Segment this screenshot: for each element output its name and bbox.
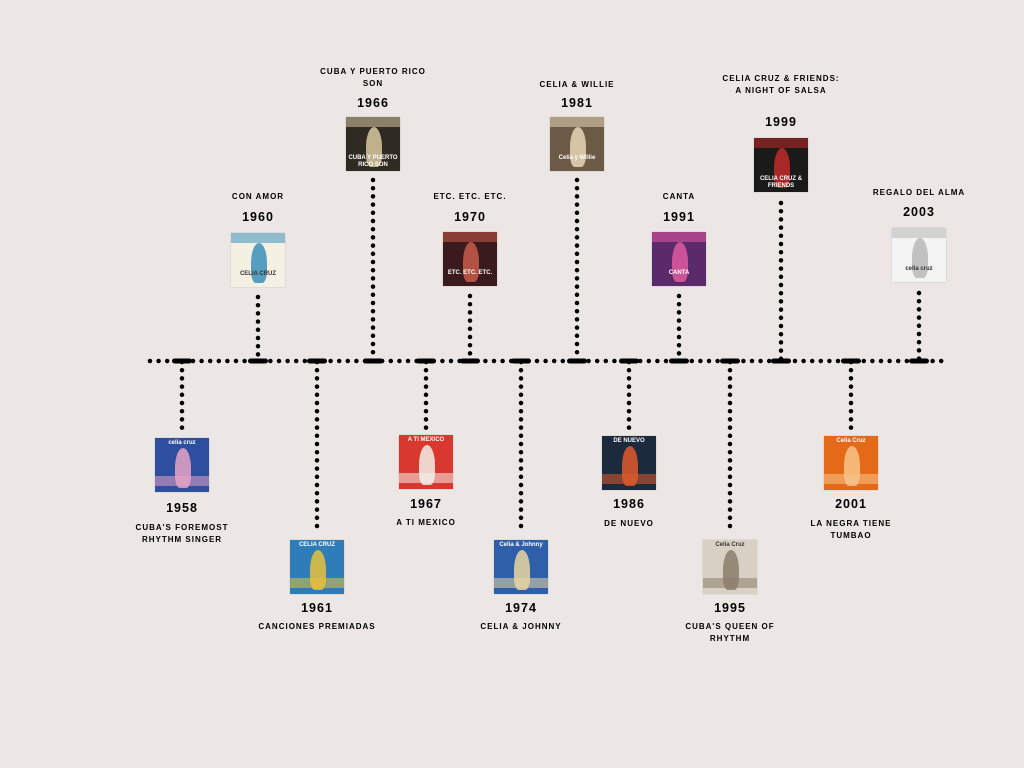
cover-band bbox=[754, 138, 808, 148]
album-year: 1995 bbox=[714, 601, 746, 615]
cover-band bbox=[652, 232, 706, 242]
cover-figure bbox=[251, 243, 267, 283]
cover-text: Celia & Johnny bbox=[499, 542, 543, 548]
album-year: 1986 bbox=[613, 497, 645, 511]
album-cover[interactable]: Celia Cruz bbox=[703, 540, 757, 594]
timeline-tick bbox=[841, 358, 861, 364]
album-cover[interactable]: CELIA CRUZ bbox=[290, 540, 344, 594]
cover-text: celia cruz bbox=[905, 266, 933, 272]
cover-figure bbox=[419, 445, 435, 485]
album-year: 1991 bbox=[663, 210, 695, 224]
album-cover[interactable]: ETC. ETC. ETC. bbox=[443, 232, 497, 286]
timeline-tick bbox=[511, 358, 531, 364]
cover-band bbox=[443, 232, 497, 242]
timeline-tick bbox=[669, 358, 689, 364]
cover-text: CELIA CRUZ bbox=[239, 271, 277, 277]
cover-figure bbox=[310, 550, 326, 590]
album-year: 2003 bbox=[903, 205, 935, 219]
timeline-tick bbox=[771, 358, 791, 364]
album-year: 1958 bbox=[166, 501, 198, 515]
album-year: 1974 bbox=[505, 601, 537, 615]
cover-figure bbox=[514, 550, 530, 590]
cover-figure bbox=[175, 448, 191, 488]
album-cover[interactable]: Celia Cruz bbox=[824, 436, 878, 490]
album-year: 1999 bbox=[765, 115, 797, 129]
album-cover[interactable]: Celia & Johnny bbox=[494, 540, 548, 594]
cover-band bbox=[346, 117, 400, 127]
album-year: 1970 bbox=[454, 210, 486, 224]
album-title: REGALO DEL ALMA bbox=[872, 188, 966, 197]
timeline-tick bbox=[248, 358, 268, 364]
cover-band bbox=[892, 228, 946, 238]
cover-figure bbox=[366, 127, 382, 167]
album-cover[interactable]: Celia y Willie bbox=[550, 117, 604, 171]
cover-band bbox=[550, 117, 604, 127]
cover-figure bbox=[723, 550, 739, 590]
cover-text: CUBA Y PUERTO RICO SON bbox=[348, 155, 398, 168]
timeline-tick bbox=[416, 358, 436, 364]
cover-text: DE NUEVO bbox=[613, 438, 645, 444]
album-cover[interactable]: celia cruz bbox=[155, 438, 209, 492]
album-title: CELIA & JOHNNY bbox=[480, 622, 562, 631]
album-title: CANTA bbox=[662, 192, 696, 201]
album-title: DE NUEVO bbox=[604, 519, 654, 528]
cover-band bbox=[231, 233, 285, 243]
album-year: 1961 bbox=[301, 601, 333, 615]
cover-text: CELIA CRUZ bbox=[298, 542, 336, 548]
album-cover[interactable]: CELIA CRUZ bbox=[231, 233, 285, 287]
album-year: 1966 bbox=[357, 96, 389, 110]
album-title: CON AMOR bbox=[231, 192, 285, 201]
timeline-tick bbox=[172, 358, 192, 364]
cover-text: Celia y Willie bbox=[558, 155, 596, 161]
album-year: 1967 bbox=[410, 497, 442, 511]
cover-text: Celia Cruz bbox=[836, 438, 866, 444]
timeline-tick bbox=[720, 358, 740, 364]
timeline-tick bbox=[567, 358, 587, 364]
album-cover[interactable]: DE NUEVO bbox=[602, 436, 656, 490]
album-year: 2001 bbox=[835, 497, 867, 511]
cover-figure bbox=[844, 446, 860, 486]
cover-figure bbox=[774, 148, 790, 188]
cover-text: CANTA bbox=[668, 270, 690, 276]
album-year: 1960 bbox=[242, 210, 274, 224]
album-title: CANCIONES PREMIADAS bbox=[258, 622, 376, 631]
cover-figure bbox=[912, 238, 928, 278]
album-cover[interactable]: celia cruz bbox=[892, 228, 946, 282]
cover-figure bbox=[570, 127, 586, 167]
album-title: CELIA & WILLIE bbox=[539, 80, 615, 89]
cover-figure bbox=[672, 242, 688, 282]
album-cover[interactable]: CELIA CRUZ & FRIENDS bbox=[754, 138, 808, 192]
cover-text: A TI MEXICO bbox=[407, 437, 445, 443]
timeline-tick bbox=[363, 358, 383, 364]
timeline-tick bbox=[619, 358, 639, 364]
album-title: ETC. ETC. ETC. bbox=[433, 192, 507, 201]
album-title: A TI MEXICO bbox=[396, 518, 456, 527]
album-title: CUBA'S FOREMOST RHYTHM SINGER bbox=[135, 523, 229, 544]
album-title: LA NEGRA TIENE TUMBAO bbox=[810, 519, 892, 540]
album-cover[interactable]: A TI MEXICO bbox=[399, 435, 453, 489]
cover-text: ETC. ETC. ETC. bbox=[447, 270, 493, 276]
timeline-tick bbox=[307, 358, 327, 364]
album-title: CUBA'S QUEEN OF RHYTHM bbox=[685, 622, 775, 643]
album-title: CELIA CRUZ & FRIENDS: A NIGHT OF SALSA bbox=[722, 74, 840, 95]
album-cover[interactable]: CANTA bbox=[652, 232, 706, 286]
timeline-tick bbox=[460, 358, 480, 364]
cover-text: celia cruz bbox=[168, 440, 196, 446]
album-cover[interactable]: CUBA Y PUERTO RICO SON bbox=[346, 117, 400, 171]
cover-text: Celia Cruz bbox=[715, 542, 745, 548]
cover-figure bbox=[463, 242, 479, 282]
cover-text: CELIA CRUZ & FRIENDS bbox=[759, 176, 803, 189]
timeline-tick bbox=[909, 358, 929, 364]
album-title: CUBA Y PUERTO RICO SON bbox=[320, 67, 426, 88]
cover-figure bbox=[622, 446, 638, 486]
album-year: 1981 bbox=[561, 96, 593, 110]
